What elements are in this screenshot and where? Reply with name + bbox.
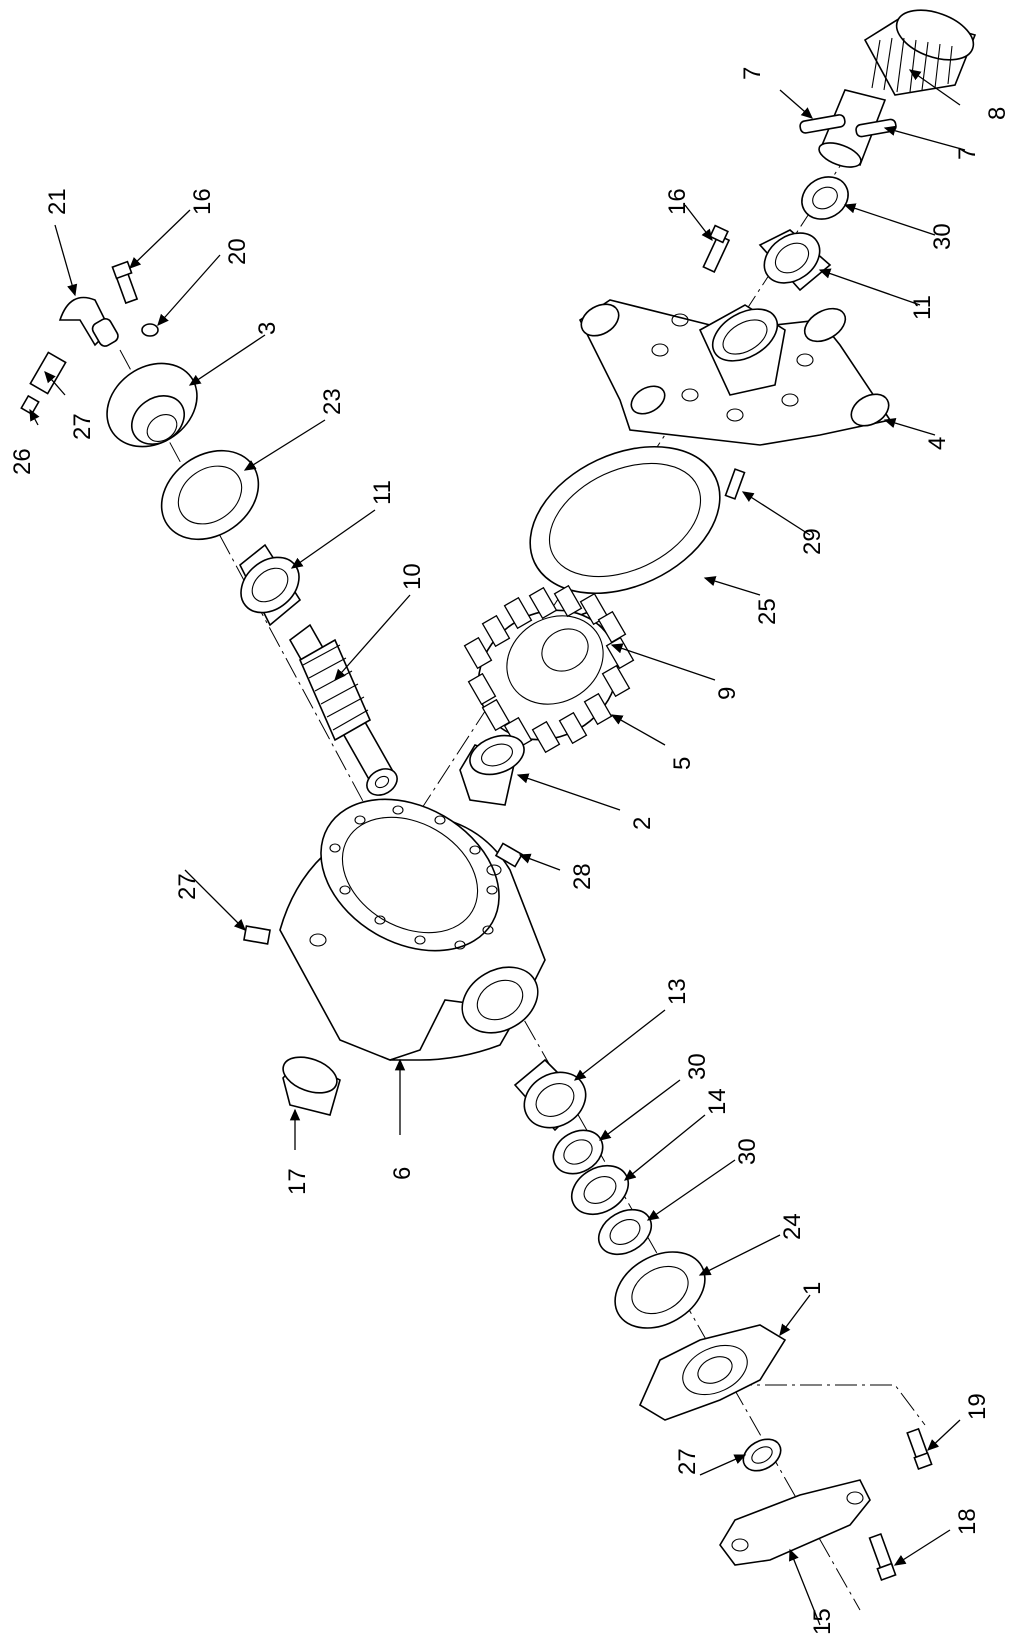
label-14: 14 [704,1088,731,1115]
label-10: 10 [399,563,426,590]
part-4-mounting-plate [578,299,892,446]
part-10-worm-shaft [288,623,398,796]
gear-teeth [463,584,635,754]
part-5-gear [463,584,635,754]
label-27-right: 28 [569,863,596,890]
label-15: 15 [809,1608,836,1635]
part-8-spline-shaft [799,9,977,168]
label-7-left: 7 [739,67,766,80]
label-1: 1 [799,1282,826,1295]
part-7-key-left [799,114,846,134]
part-23-gasket [529,445,721,595]
worm-threads [302,644,369,731]
part-27-plug-left [243,925,271,945]
part-26-fitting [29,351,67,395]
part-21-elbow [58,296,119,347]
part-12-bearing [758,229,832,292]
label-25: 27 [674,1448,701,1475]
part-2-bushing [459,734,525,806]
label-7-right: 7 [954,147,981,160]
spline-teeth [871,37,953,93]
label-11: 11 [369,480,396,505]
label-27-left: 27 [174,873,201,900]
label-20: 20 [224,238,251,265]
part-labels: 7 8 7 30 11 4 16 29 25 9 5 2 28 10 11 23… [9,67,1011,1635]
part-11-bearing [238,543,302,627]
label-2: 2 [629,817,656,830]
label-18: 18 [954,1508,981,1535]
label-22-top: 23 [319,388,346,415]
label-21: 21 [44,188,71,215]
label-30-lower: 30 [734,1138,761,1165]
label-3: 3 [254,322,281,335]
part-13-bearing [513,1058,587,1132]
part-16-bolt-right [702,224,731,274]
part-25-washer [742,1438,782,1472]
leader-lines [29,69,966,1626]
part-17-cup [282,1056,341,1116]
part-20-washer [141,323,159,337]
label-12: 11 [909,295,936,320]
part-15-cover-plate [719,1479,871,1566]
label-30-upper: 30 [684,1053,711,1080]
label-8: 8 [984,107,1011,120]
label-29: 30 [929,223,956,250]
part-27-plug-right [494,842,524,868]
part-1-flange [638,1324,787,1421]
label-9: 9 [714,687,741,700]
part-6-housing [279,798,546,1061]
label-23: 25 [754,598,781,625]
part-24-plug [20,394,40,416]
label-13: 13 [664,978,691,1005]
label-6: 6 [389,1167,416,1180]
label-4: 4 [924,437,951,450]
part-29-seal [801,176,849,220]
label-17: 17 [284,1168,311,1195]
label-26: 27 [69,413,96,440]
part-28-pin [724,468,746,500]
label-5: 5 [669,757,696,770]
label-19: 19 [964,1393,991,1420]
label-24: 26 [9,448,36,475]
part-3-cap [106,362,198,448]
label-16-right: 16 [664,188,691,215]
label-16-left: 16 [189,188,216,215]
label-22-bottom: 24 [779,1213,806,1240]
part-16-bolt-left [111,260,139,305]
label-28: 29 [799,528,826,555]
part-18-bolt [868,1532,897,1582]
housing-bolt-holes [329,805,498,950]
part-19-bolt [906,1427,933,1471]
part-22-gasket-top [160,449,260,541]
plate-holes [651,313,814,422]
